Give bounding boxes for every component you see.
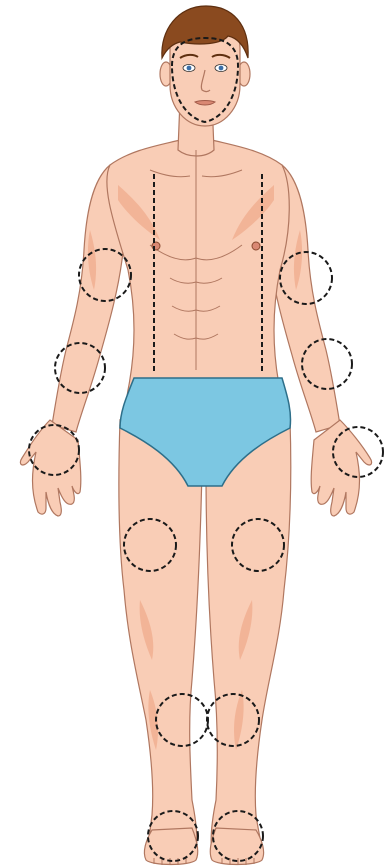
right-iris	[187, 66, 192, 71]
head	[160, 6, 250, 126]
left-foot	[210, 828, 263, 865]
right-foot	[144, 828, 197, 865]
body-figure	[20, 6, 371, 865]
left-nipple	[252, 242, 260, 250]
left-iris	[219, 66, 224, 71]
